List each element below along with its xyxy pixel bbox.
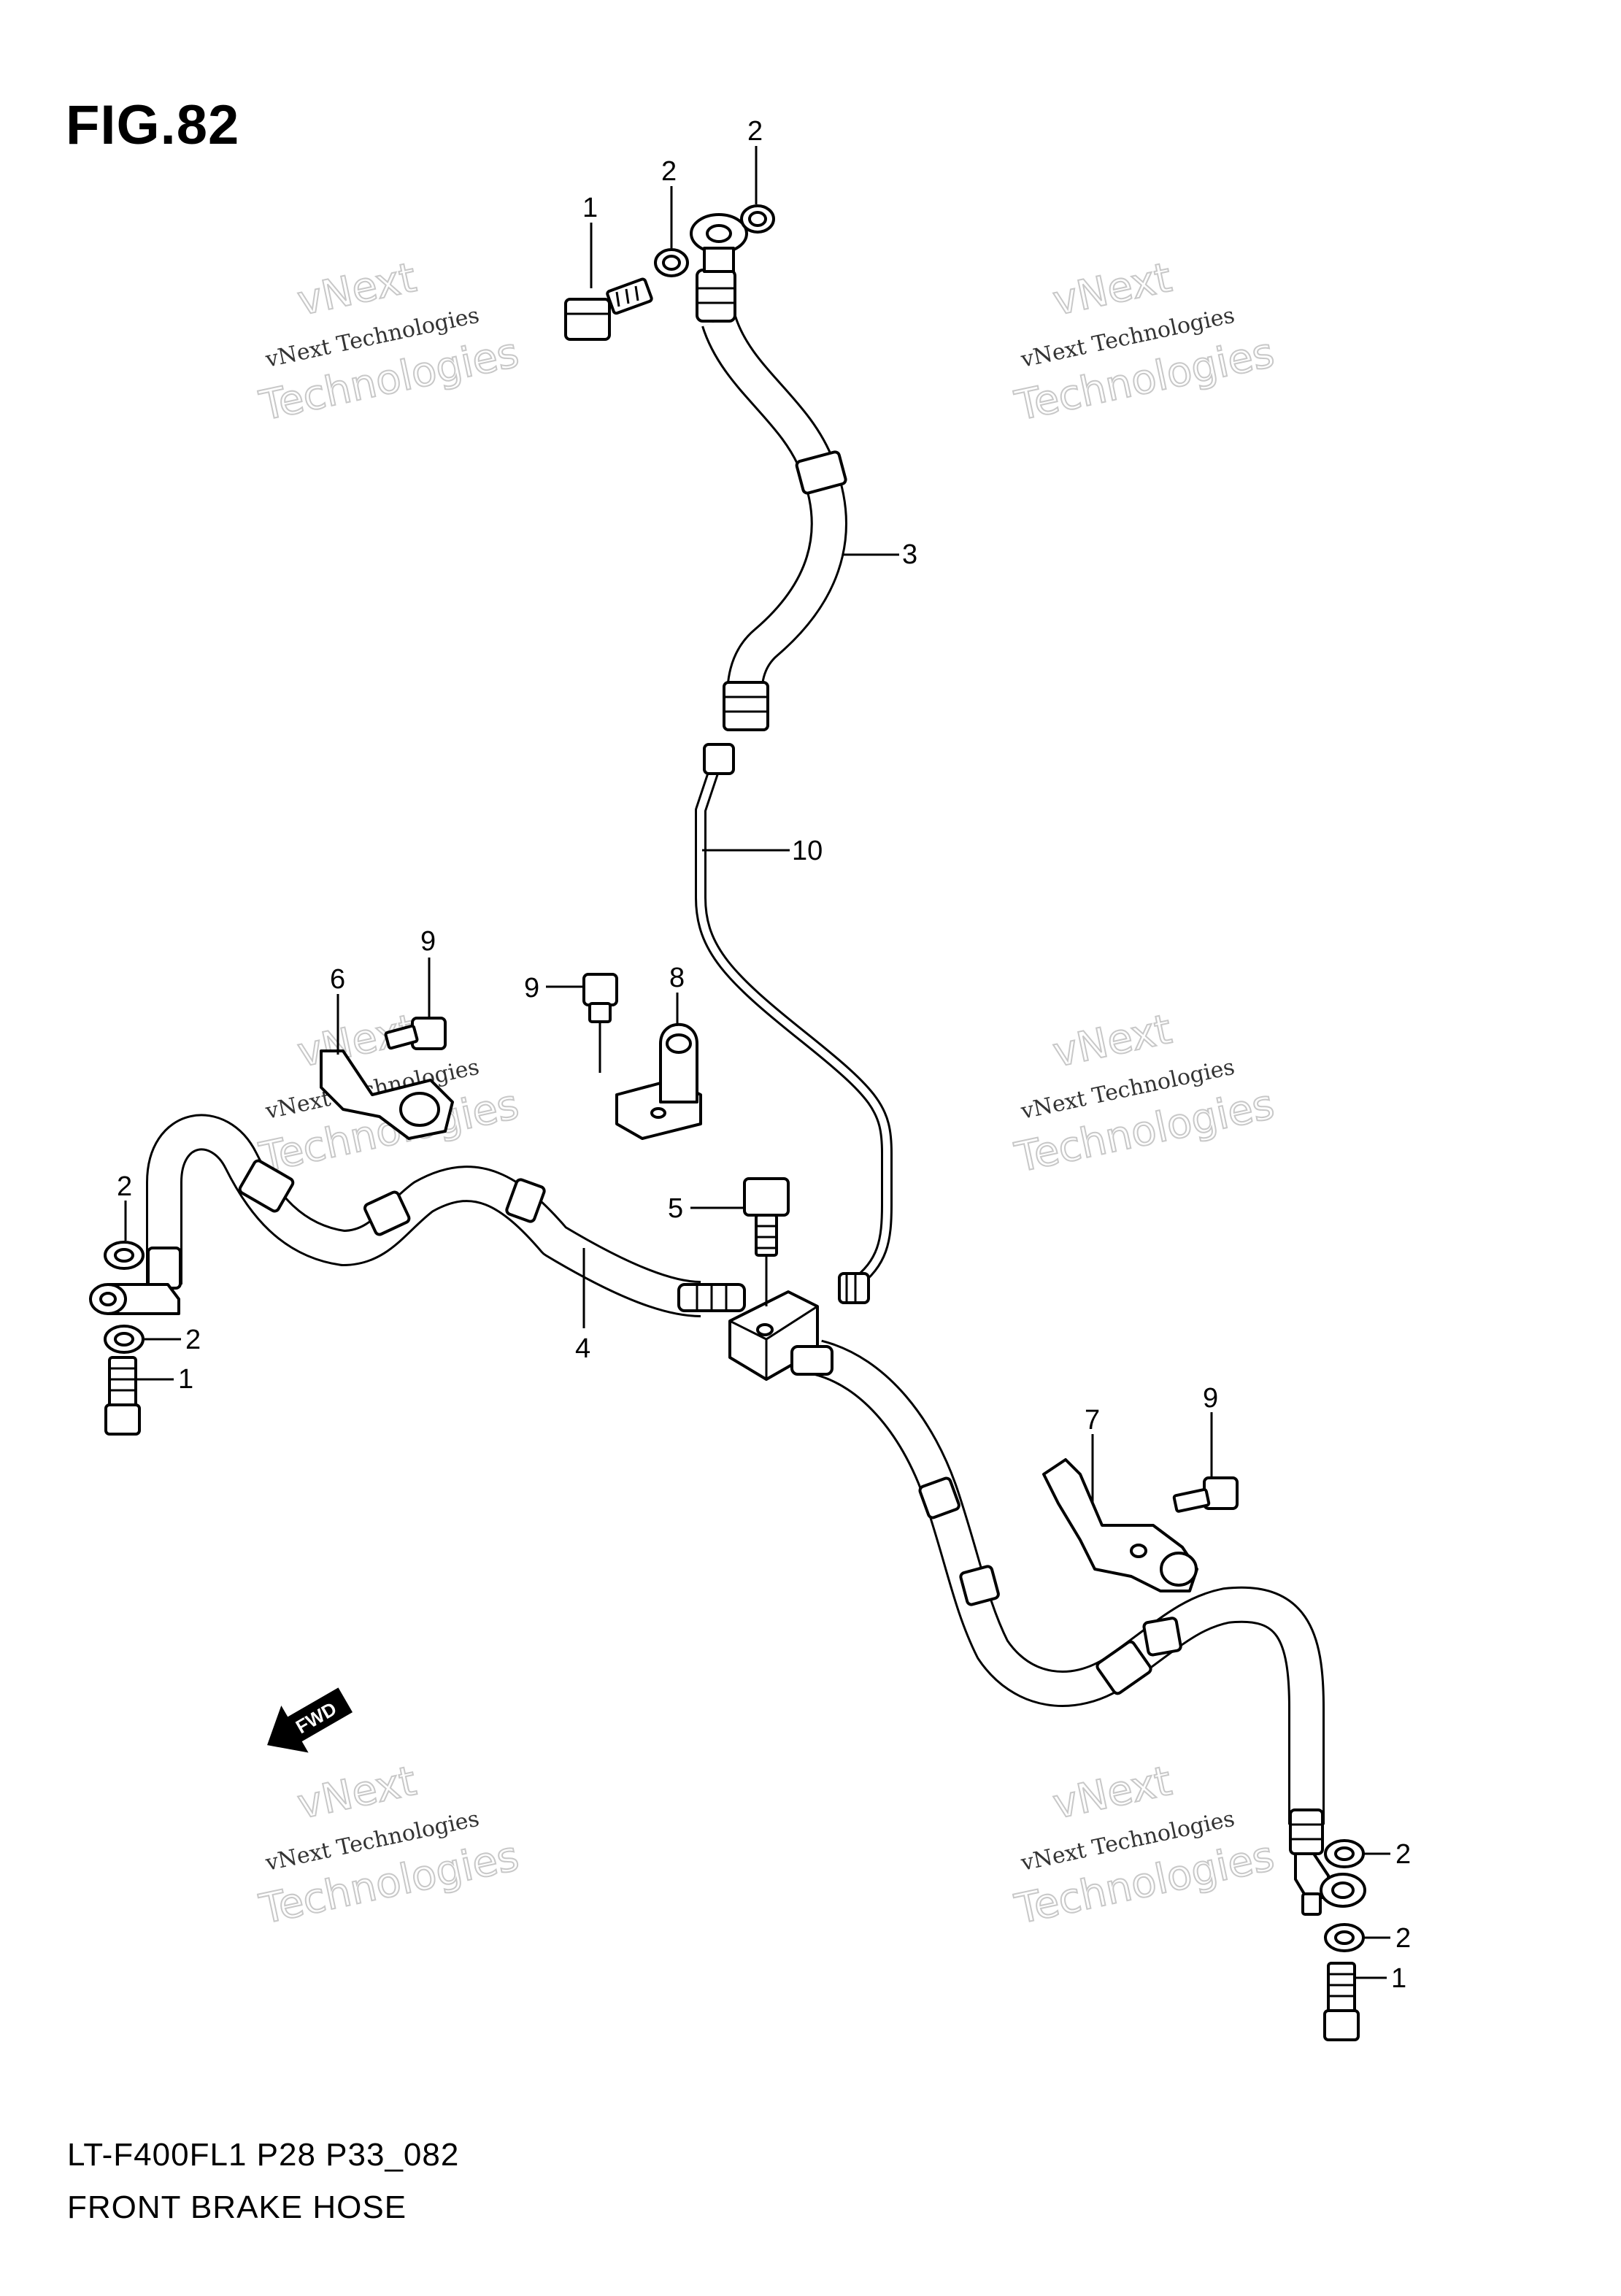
leader-lines: [124, 146, 1390, 1979]
watermark-line1: vNext: [293, 1757, 420, 1829]
figure-title: FIG.82: [66, 94, 240, 156]
part-9-bolt-mid: [582, 973, 618, 1073]
callout-4: 4: [575, 1333, 590, 1364]
watermark-bottom-left: vNext vNext Technologies Technologies: [255, 1757, 523, 1935]
part-2-washer-top-b: [740, 204, 775, 234]
part-6-clamp-left: [320, 1049, 454, 1140]
part-2-washer-left-b: [104, 1325, 145, 1354]
part-1-union-bolt-left: [104, 1356, 141, 1436]
callout-8: 8: [669, 963, 685, 993]
part-1-union-bolt-top: [564, 277, 653, 341]
part-right-hose: [790, 1339, 1366, 1916]
part-9-bolt-right: [1172, 1476, 1239, 1513]
watermark-line1: vNext: [1049, 254, 1176, 325]
callout-9-left: 9: [420, 926, 436, 957]
fwd-arrow-icon: FWD: [267, 1687, 353, 1753]
callout-5: 5: [668, 1193, 683, 1224]
callout-1-left: 1: [178, 1364, 193, 1395]
callout-1-top: 1: [582, 193, 598, 223]
watermark-mid-left: vNext vNext Technologies Technologies: [255, 1005, 523, 1183]
watermark-top-right: vNext vNext Technologies Technologies: [1010, 253, 1279, 431]
callout-2-left-a: 2: [117, 1171, 132, 1202]
callout-2-right-a: 2: [1395, 1839, 1411, 1870]
part-2-washer-top-a: [654, 248, 689, 277]
callout-6: 6: [330, 964, 345, 995]
callout-9-right: 9: [1203, 1383, 1218, 1414]
part-3-upper-hose: [690, 213, 847, 731]
part-5-bolt: [743, 1177, 790, 1306]
part-2-washer-right-a: [1324, 1839, 1365, 1868]
part-10-brake-pipe: [695, 743, 893, 1304]
callout-2-top-b: 2: [747, 116, 763, 147]
callout-3: 3: [902, 539, 917, 570]
callout-7: 7: [1085, 1405, 1100, 1436]
watermark-bottom-right: vNext vNext Technologies Technologies: [1010, 1757, 1279, 1935]
part-2-washer-right-b: [1324, 1923, 1365, 1952]
callout-2-left-b: 2: [185, 1325, 201, 1355]
diagram-title: FRONT BRAKE HOSE: [67, 2189, 407, 2225]
part-8-clamp: [615, 1022, 702, 1140]
callout-10: 10: [792, 836, 823, 866]
part-2-washer-left-a: [104, 1241, 145, 1270]
part-4-left-hose: [89, 1114, 819, 1381]
watermark-line1: vNext: [293, 254, 420, 325]
watermark-mid-right: vNext vNext Technologies Technologies: [1010, 1005, 1279, 1183]
callout-1-right: 1: [1391, 1963, 1406, 1994]
callout-labels: 1 2 2 3 10 9 6 9 8 2 2 1 4 5 7 9 2 2 1: [117, 116, 1411, 1994]
part-7-clamp-right: [1042, 1458, 1198, 1592]
callout-2-right-b: 2: [1395, 1923, 1411, 1954]
watermark-line1: vNext: [1049, 1006, 1176, 1077]
watermark-top-left: vNext vNext Technologies Technologies: [255, 253, 523, 431]
part-9-bolt-left: [384, 1017, 447, 1050]
callout-2-top-a: 2: [661, 156, 677, 187]
part-1-union-bolt-right: [1323, 1962, 1360, 2041]
model-code: LT-F400FL1 P28 P33_082: [67, 2137, 460, 2173]
callout-9-mid: 9: [524, 973, 539, 1003]
watermark-line1: vNext: [1049, 1757, 1176, 1829]
